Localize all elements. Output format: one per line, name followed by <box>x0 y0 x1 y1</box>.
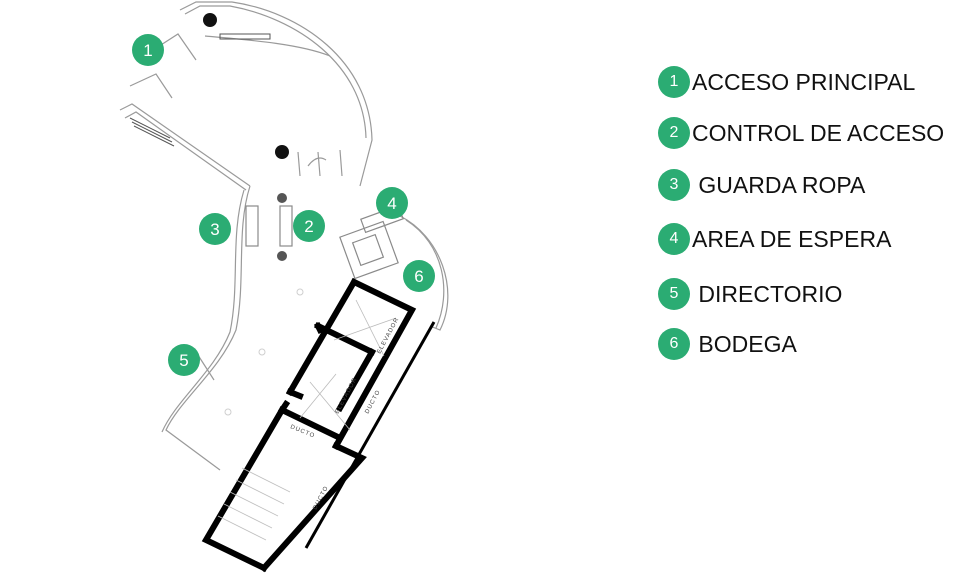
plan-markers: 1 2 3 4 5 6 <box>132 34 435 376</box>
plan-marker-2: 2 <box>293 210 325 242</box>
legend-label-4: AREA DE ESPERA <box>692 225 892 252</box>
svg-text:6: 6 <box>414 267 423 286</box>
svg-text:5: 5 <box>179 351 188 370</box>
legend-label-2: CONTROL DE ACCESO <box>692 119 945 146</box>
legend-item-5: 5 DIRECTORIO <box>658 277 842 311</box>
legend-label-1: ACCESO PRINCIPAL <box>692 68 916 95</box>
legend-label-3: GUARDA ROPA <box>692 171 866 198</box>
legend-item-6: 6 BODEGA <box>658 327 797 361</box>
furniture <box>245 204 404 280</box>
floor-plan: ELEVADOR ELEVADOR DUCTO DUCTO DUCTO 1 2 … <box>119 1 449 573</box>
legend-badge-1: 1 <box>658 66 690 98</box>
plan-marker-6: 6 <box>403 260 435 292</box>
legend-item-4: 4 AREA DE ESPERA <box>658 222 891 256</box>
plan-marker-4: 4 <box>376 187 408 219</box>
plan-marker-5: 5 <box>168 344 200 376</box>
ceiling-dots <box>224 288 304 416</box>
svg-text:1: 1 <box>143 41 152 60</box>
core-walls <box>201 277 417 573</box>
core-outer-line <box>304 321 436 549</box>
svg-text:2: 2 <box>304 217 313 236</box>
legend-badge-2: 2 <box>658 117 690 149</box>
stairs <box>217 467 291 541</box>
svg-text:4: 4 <box>387 194 396 213</box>
legend-badge-4: 4 <box>658 223 690 255</box>
elevator-cross <box>299 299 397 431</box>
entry-strips <box>129 33 271 147</box>
building-outline <box>119 1 449 471</box>
legend-badge-6: 6 <box>658 328 690 360</box>
legend-label-5: DIRECTORIO <box>692 280 843 307</box>
legend-badge-3: 3 <box>658 169 690 201</box>
plan-marker-3: 3 <box>199 213 231 245</box>
legend-badge-5: 5 <box>658 278 690 310</box>
svg-text:3: 3 <box>210 220 219 239</box>
legend-item-2: 2 CONTROL DE ACCESO <box>658 116 944 150</box>
legend-item-1: 1 ACCESO PRINCIPAL <box>658 65 915 99</box>
legend-item-3: 3 GUARDA ROPA <box>658 168 865 202</box>
plan-marker-1: 1 <box>132 34 164 66</box>
plant-symbols <box>203 13 289 261</box>
legend-label-6: BODEGA <box>692 330 797 357</box>
